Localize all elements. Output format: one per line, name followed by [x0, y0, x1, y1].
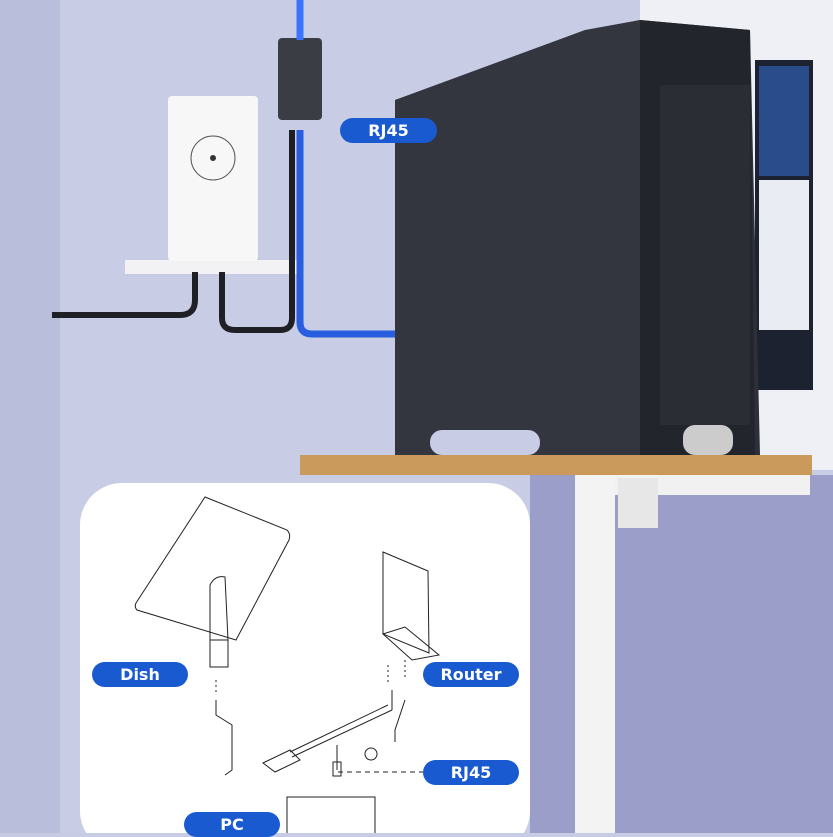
connection-diagram: [134, 496, 441, 833]
router-adapter: [278, 38, 322, 120]
rj45-label-diagram: RJ45: [423, 760, 519, 785]
pc-drawing: [286, 796, 376, 833]
dish-label: Dish: [92, 662, 188, 687]
pc-label: PC: [184, 812, 280, 837]
glowing-cable: [296, 130, 395, 338]
dish-mount: [168, 96, 258, 261]
desk-leg: [575, 475, 615, 833]
dish-drawing: [134, 496, 291, 641]
router-label: Router: [423, 662, 519, 687]
rj45-label-top: RJ45: [340, 118, 437, 143]
diagram-card: [80, 483, 530, 833]
router-drawing: [382, 551, 430, 654]
wall-shelf: [125, 260, 300, 274]
desk-top: [300, 455, 812, 475]
